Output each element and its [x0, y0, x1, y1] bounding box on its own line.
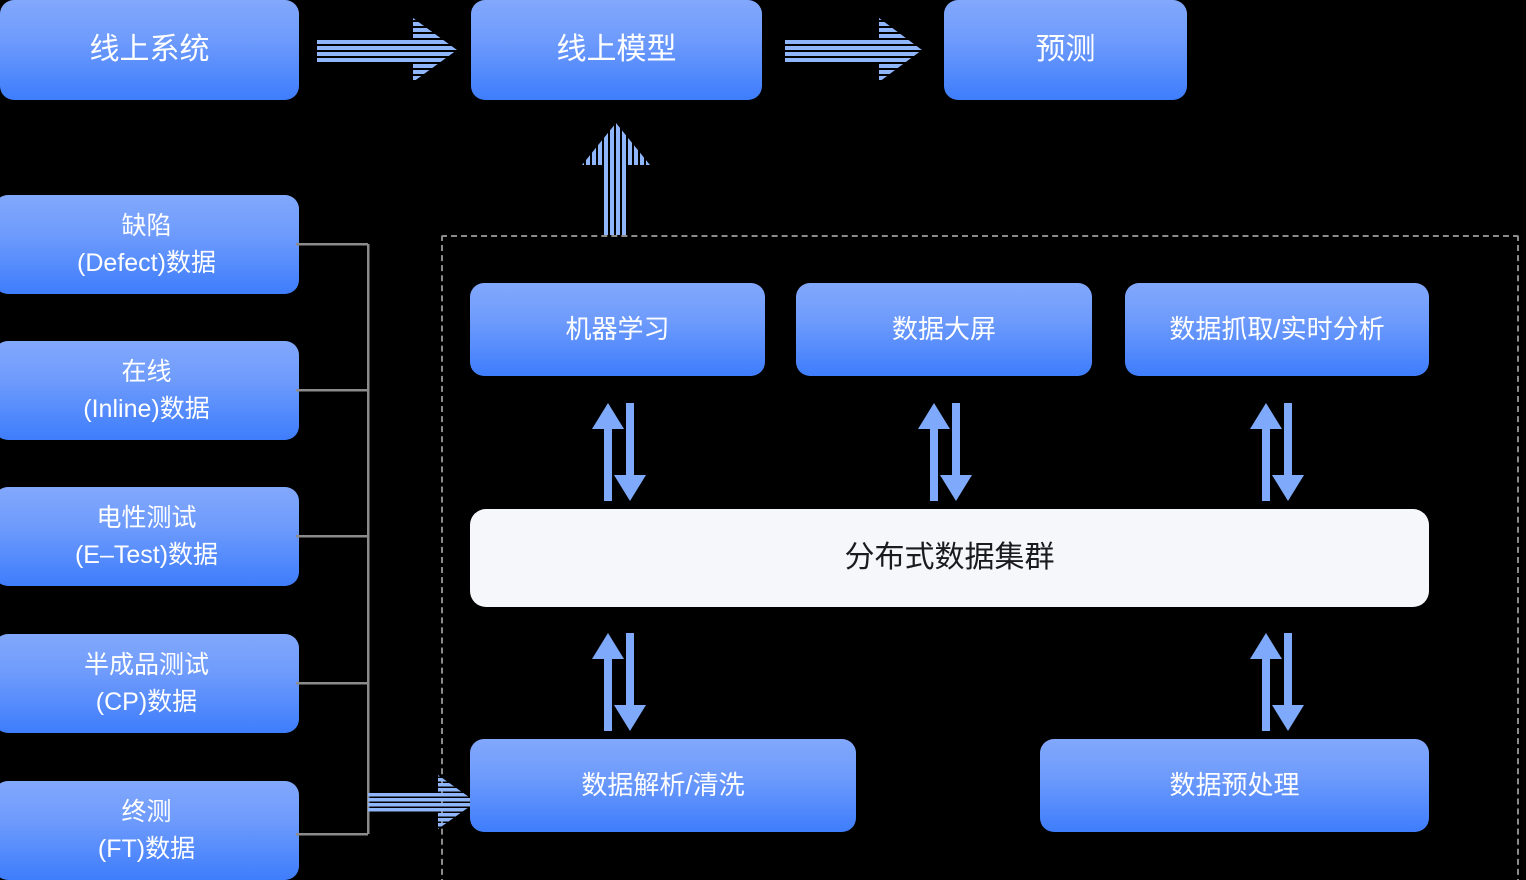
source-line-1: 电性测试 — [96, 504, 197, 533]
source-line-1: 在线 — [121, 358, 172, 387]
source-line-1: 半成品测试 — [83, 651, 209, 680]
source-card-defect[interactable]: 缺陷 (Defect)数据 — [0, 195, 299, 294]
node-online-model[interactable]: 线上模型 — [471, 0, 762, 100]
platform-card-data-preprocess[interactable]: 数据预处理 — [1040, 739, 1429, 832]
platform-card-machine-learning[interactable]: 机器学习 — [470, 283, 765, 376]
bidir-arrow-ml-cluster — [590, 403, 648, 501]
source-bracket-connector — [296, 238, 374, 840]
source-line-1: 终测 — [121, 798, 172, 827]
source-line-2: (Inline)数据 — [83, 394, 210, 423]
source-card-etest[interactable]: 电性测试 (E–Test)数据 — [0, 487, 299, 586]
bidir-arrow-cluster-preprocess — [1248, 633, 1306, 731]
node-label: 数据预处理 — [1169, 769, 1300, 800]
node-label: 预测 — [1035, 33, 1096, 67]
node-label: 分布式数据集群 — [844, 541, 1055, 575]
source-line-2: (E–Test)数据 — [74, 540, 219, 569]
platform-card-data-capture[interactable]: 数据抓取/实时分析 — [1125, 283, 1429, 376]
node-label: 数据大屏 — [891, 313, 996, 344]
source-line-1: 缺陷 — [121, 212, 172, 241]
node-online-system[interactable]: 线上系统 — [0, 0, 299, 100]
arrow-platform-to-model — [580, 123, 652, 235]
source-card-inline[interactable]: 在线 (Inline)数据 — [0, 341, 299, 440]
bidir-arrow-capture-cluster — [1248, 403, 1306, 501]
bidir-arrow-cluster-parse — [590, 633, 648, 731]
node-label: 线上系统 — [89, 33, 210, 67]
node-label: 机器学习 — [565, 313, 670, 344]
platform-card-data-dashboard[interactable]: 数据大屏 — [796, 283, 1092, 376]
platform-card-distributed-cluster[interactable]: 分布式数据集群 — [470, 509, 1429, 607]
source-line-2: (CP)数据 — [95, 687, 198, 716]
node-label: 线上模型 — [556, 33, 677, 67]
arrow-system-to-model — [317, 16, 459, 84]
source-card-cp[interactable]: 半成品测试 (CP)数据 — [0, 634, 299, 733]
arrow-model-to-prediction — [785, 16, 924, 84]
arrow-sources-to-platform — [368, 773, 478, 831]
source-line-2: (Defect)数据 — [77, 248, 216, 277]
node-prediction[interactable]: 预测 — [944, 0, 1187, 100]
node-label: 数据抓取/实时分析 — [1169, 313, 1385, 344]
source-line-2: (FT)数据 — [97, 834, 196, 863]
source-card-ft[interactable]: 终测 (FT)数据 — [0, 781, 299, 880]
bidir-arrow-dashboard-cluster — [916, 403, 974, 501]
platform-card-data-parse-clean[interactable]: 数据解析/清洗 — [470, 739, 856, 832]
node-label: 数据解析/清洗 — [581, 769, 745, 800]
